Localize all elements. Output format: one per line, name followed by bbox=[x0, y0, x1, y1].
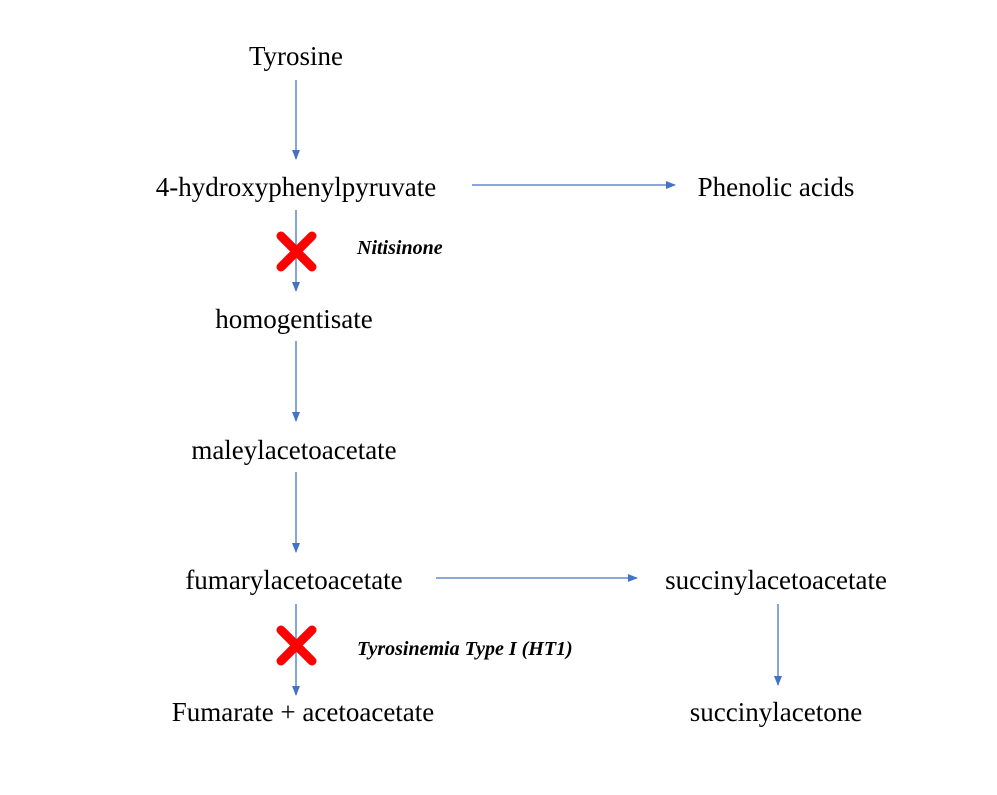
node-4-hydroxyphenylpyruvate: 4-hydroxyphenylpyruvate bbox=[155, 172, 437, 202]
node-fumarylacetoacetate: fumarylacetoacetate bbox=[185, 565, 403, 595]
node-homogentisate: homogentisate bbox=[215, 304, 373, 334]
cross-x-icon bbox=[276, 231, 317, 272]
node-succinylacetoacetate: succinylacetoacetate bbox=[665, 565, 887, 595]
node-tyrosine: Tyrosine bbox=[248, 41, 344, 71]
node-maleylacetoacetate: maleylacetoacetate bbox=[191, 435, 397, 465]
annotation-ht1: Tyrosinemia Type I (HT1) bbox=[357, 638, 573, 660]
node-phenolic-acids: Phenolic acids bbox=[697, 172, 855, 202]
node-succinylacetone: succinylacetone bbox=[689, 697, 863, 727]
node-fumarate-acetoacetate: Fumarate + acetoacetate bbox=[171, 697, 435, 727]
cross-x-icon bbox=[276, 625, 317, 666]
annotation-nitisinone: Nitisinone bbox=[357, 237, 443, 259]
